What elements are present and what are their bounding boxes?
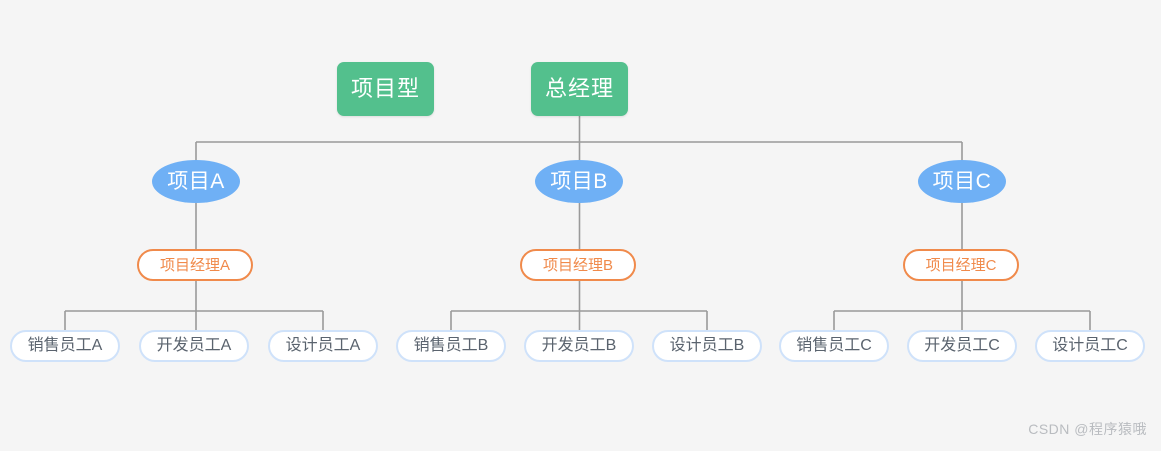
csdn-watermark: CSDN @程序猿哦 bbox=[1028, 421, 1147, 437]
diagram-title-box[interactable]: 项目型 bbox=[337, 62, 434, 116]
node-project-c[interactable]: 项目C bbox=[918, 160, 1006, 203]
node-project-manager-c[interactable]: 项目经理C bbox=[903, 249, 1019, 281]
node-project-manager-b[interactable]: 项目经理B bbox=[520, 249, 636, 281]
node-employee-design-a[interactable]: 设计员工A bbox=[268, 330, 378, 362]
node-employee-sales-a[interactable]: 销售员工A bbox=[10, 330, 120, 362]
node-employee-sales-b[interactable]: 销售员工B bbox=[396, 330, 506, 362]
node-employee-design-b[interactable]: 设计员工B bbox=[652, 330, 762, 362]
node-general-manager[interactable]: 总经理 bbox=[531, 62, 628, 116]
node-project-manager-a[interactable]: 项目经理A bbox=[137, 249, 253, 281]
node-employee-sales-c[interactable]: 销售员工C bbox=[779, 330, 889, 362]
node-employee-design-c[interactable]: 设计员工C bbox=[1035, 330, 1145, 362]
node-project-a[interactable]: 项目A bbox=[152, 160, 240, 203]
node-employee-dev-a[interactable]: 开发员工A bbox=[139, 330, 249, 362]
node-employee-dev-c[interactable]: 开发员工C bbox=[907, 330, 1017, 362]
node-project-b[interactable]: 项目B bbox=[535, 160, 623, 203]
node-employee-dev-b[interactable]: 开发员工B bbox=[524, 330, 634, 362]
